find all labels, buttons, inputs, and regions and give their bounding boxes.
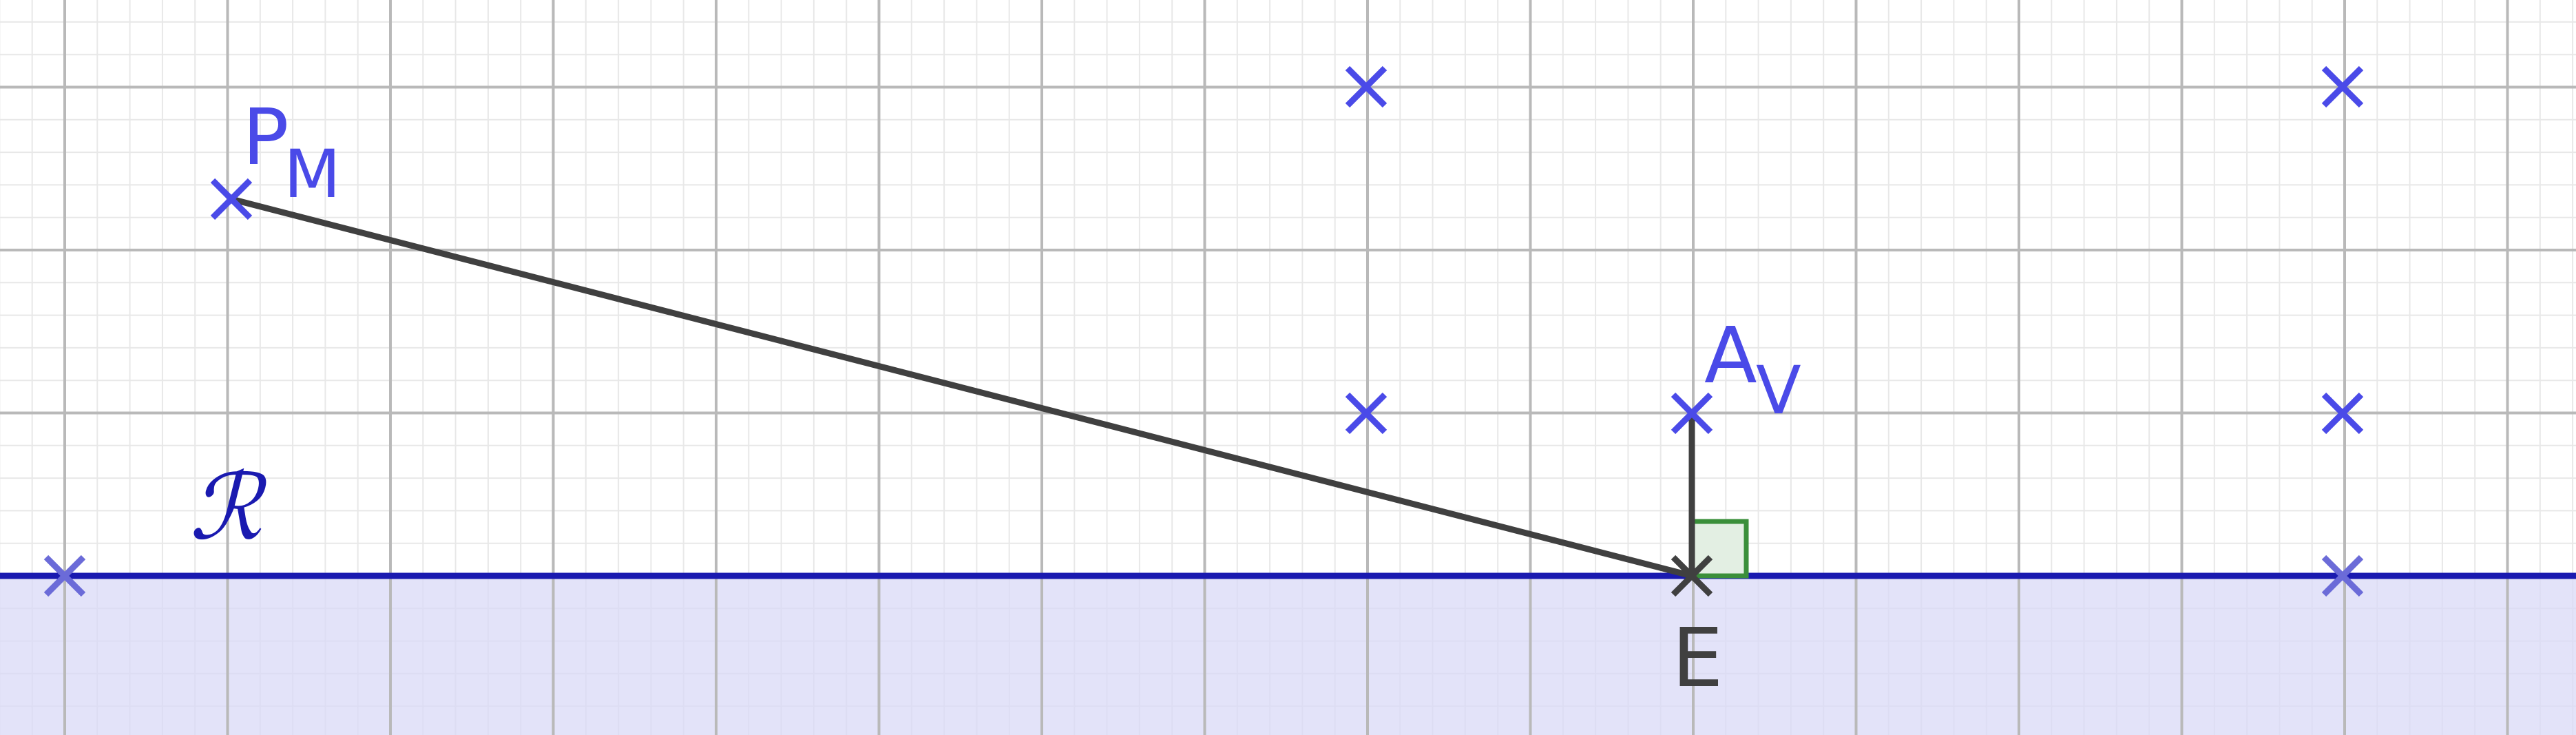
- label-av: A V: [1704, 311, 1801, 429]
- cross-stroke: [2321, 555, 2364, 597]
- cross-stroke: [210, 178, 253, 220]
- cross-stroke: [1345, 65, 1388, 108]
- label-region: ℛ: [189, 455, 268, 561]
- marker-top-1-icon: [1345, 65, 1388, 108]
- cross-stroke: [1671, 555, 1713, 597]
- label-av-sub: V: [1756, 352, 1801, 429]
- segment-pm-to-e: [230, 196, 1693, 579]
- cross-stroke: [2321, 65, 2364, 108]
- label-av-main: A: [1704, 311, 1757, 401]
- marker-top-2-icon: [2321, 65, 2364, 108]
- point-markers: [43, 65, 2364, 597]
- marker-av-icon: [1671, 392, 1713, 435]
- marker-right-icon: [2321, 555, 2364, 597]
- label-e: E: [1672, 610, 1724, 705]
- label-pm-main: P: [242, 93, 289, 183]
- half-plane-region: [0, 576, 2576, 735]
- marker-mid-1-icon: [1345, 392, 1388, 435]
- cross-stroke: [43, 555, 86, 597]
- marker-pm-icon: [210, 178, 253, 220]
- marker-mid-2-icon: [2321, 392, 2364, 435]
- cross-stroke: [1671, 392, 1713, 435]
- marker-e-icon: [1671, 555, 1713, 597]
- cross-stroke: [2321, 392, 2364, 435]
- marker-left-icon: [43, 555, 86, 597]
- cross-stroke: [1345, 392, 1388, 435]
- label-pm: P M: [242, 93, 341, 213]
- label-pm-sub: M: [284, 136, 341, 213]
